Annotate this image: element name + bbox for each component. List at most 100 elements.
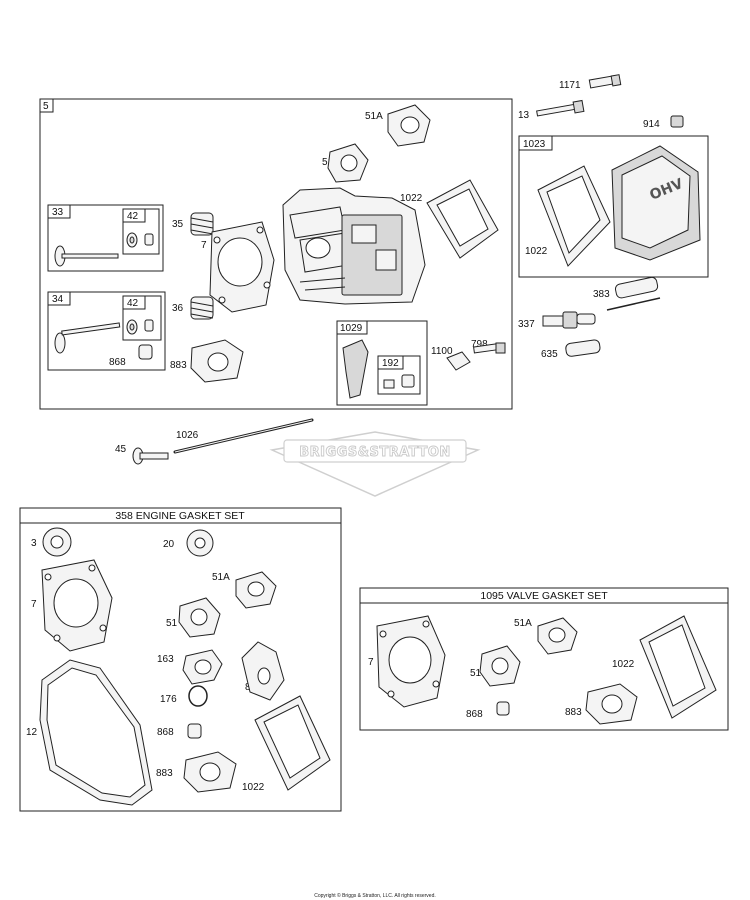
valve-spring-36 bbox=[190, 296, 214, 320]
callout-e20: 20 bbox=[163, 539, 175, 550]
valve-gasket-set-frame bbox=[359, 587, 729, 731]
keeper-number-b: 42 bbox=[127, 298, 139, 309]
spark-plug-part-337 bbox=[542, 311, 596, 329]
callout-e176: 176 bbox=[160, 694, 177, 705]
intake-gasket-883-head bbox=[190, 339, 244, 383]
copyright-notice: Copyright © Briggs & Stratton, LLC. All … bbox=[314, 892, 436, 899]
callout-v7: 7 bbox=[368, 657, 374, 668]
engine-gasket-set-title: 358 ENGINE GASKET SET bbox=[115, 510, 245, 522]
rocker-assembly-tag bbox=[336, 320, 368, 335]
head-gasket-part bbox=[209, 221, 275, 313]
cover-gasket-1022 bbox=[537, 165, 611, 267]
intake-valve-part bbox=[54, 322, 121, 354]
brand-watermark: BRIGGS&STRATTON bbox=[269, 431, 481, 497]
gasket-v51a bbox=[537, 617, 578, 655]
tappet-part-45 bbox=[132, 447, 169, 465]
rocker-nut-tag bbox=[377, 355, 404, 370]
head-gasket-v7 bbox=[376, 615, 446, 708]
callout-7-head: 7 bbox=[201, 240, 207, 251]
valve-cover-number: 1023 bbox=[523, 139, 546, 150]
keeper-tag-a bbox=[122, 208, 146, 223]
callout-1022-cover: 1022 bbox=[525, 246, 548, 257]
callout-868-head: 868 bbox=[109, 357, 126, 368]
rocker-nut-number: 192 bbox=[382, 358, 399, 369]
callout-45: 45 bbox=[115, 444, 127, 455]
valve-seal-v868 bbox=[496, 701, 510, 716]
callout-e163: 163 bbox=[157, 654, 174, 665]
gasket-51a-top bbox=[387, 104, 431, 147]
valve-cover-tag bbox=[518, 135, 553, 151]
cylinder-head-part bbox=[282, 187, 426, 305]
callout-e7: 7 bbox=[31, 599, 37, 610]
rocker-nut-part bbox=[383, 374, 415, 389]
spark-plug-boot-383 bbox=[606, 276, 661, 311]
callout-e3: 3 bbox=[31, 538, 37, 549]
callout-v868: 868 bbox=[466, 709, 483, 720]
keeper-part-a bbox=[126, 232, 154, 248]
intake-valve-frame bbox=[47, 291, 166, 371]
callout-1026: 1026 bbox=[176, 430, 199, 441]
breather-part-1100 bbox=[446, 351, 471, 371]
o-ring-e176 bbox=[188, 685, 208, 707]
exhaust-valve-number: 33 bbox=[52, 207, 64, 218]
callout-v51a: 51A bbox=[514, 618, 532, 629]
callout-51a-top: 51A bbox=[365, 111, 383, 122]
gasket-e163 bbox=[182, 649, 223, 685]
head-gasket-e7 bbox=[41, 559, 113, 652]
push-rod-part-1026 bbox=[173, 418, 314, 454]
keeper-part-b bbox=[126, 319, 154, 335]
callout-1022-head: 1022 bbox=[400, 193, 423, 204]
callout-883-head: 883 bbox=[170, 360, 187, 371]
gasket-51-top bbox=[327, 143, 369, 183]
callout-798: 798 bbox=[471, 339, 488, 350]
engine-gasket-set-frame bbox=[19, 507, 342, 812]
valve-seal-e868 bbox=[187, 723, 202, 739]
crankcase-gasket-e12 bbox=[39, 659, 153, 806]
watermark-text: BRIGGS&STRATTON bbox=[299, 445, 451, 460]
callout-635: 635 bbox=[541, 349, 558, 360]
callout-e883: 883 bbox=[156, 768, 173, 779]
callout-337: 337 bbox=[518, 319, 535, 330]
head-assembly-frame bbox=[39, 98, 513, 410]
exhaust-valve-part bbox=[54, 245, 119, 267]
rocker-cover-gasket-head bbox=[426, 179, 499, 259]
callout-914: 914 bbox=[643, 119, 660, 130]
callout-v51: 51 bbox=[470, 668, 482, 679]
rocker-arm-part bbox=[342, 339, 369, 399]
valve-cover-part-ohv: OHV bbox=[611, 145, 701, 261]
bolt-part-798 bbox=[473, 342, 506, 354]
seal-part-e3 bbox=[42, 527, 72, 557]
rocker-assembly-number: 1029 bbox=[340, 323, 363, 334]
callout-51-top: 51 bbox=[322, 157, 334, 168]
gasket-v883 bbox=[585, 683, 638, 725]
stud-part-1171 bbox=[588, 74, 622, 89]
callout-v1022: 1022 bbox=[612, 659, 635, 670]
cover-gasket-e1022 bbox=[254, 695, 331, 791]
gasket-e883 bbox=[183, 751, 237, 793]
callout-v883: 883 bbox=[565, 707, 582, 718]
head-assembly-number: 5 bbox=[43, 101, 49, 112]
gasket-v51 bbox=[479, 645, 521, 687]
exhaust-valve-tag bbox=[47, 204, 71, 219]
intake-valve-tag bbox=[47, 291, 71, 306]
callout-e1022: 1022 bbox=[242, 782, 265, 793]
seal-part-e20 bbox=[186, 529, 214, 557]
gasket-e51a bbox=[235, 571, 277, 609]
rocker-assembly-frame bbox=[336, 320, 428, 406]
callout-35: 35 bbox=[172, 219, 184, 230]
cover-gasket-v1022 bbox=[639, 615, 717, 719]
callout-13: 13 bbox=[518, 110, 530, 121]
callout-36: 36 bbox=[172, 303, 184, 314]
valve-seal-part bbox=[138, 344, 153, 360]
callout-e51: 51 bbox=[166, 618, 178, 629]
valve-cover-frame bbox=[518, 135, 709, 278]
head-assembly-tag bbox=[39, 98, 54, 113]
keeper-tag-b bbox=[122, 295, 146, 310]
callout-e12: 12 bbox=[26, 727, 38, 738]
gasket-e51 bbox=[178, 597, 221, 638]
exhaust-valve-frame bbox=[47, 204, 164, 272]
intake-valve-number: 34 bbox=[52, 294, 64, 305]
valve-gasket-set-title: 1095 VALVE GASKET SET bbox=[480, 590, 608, 602]
